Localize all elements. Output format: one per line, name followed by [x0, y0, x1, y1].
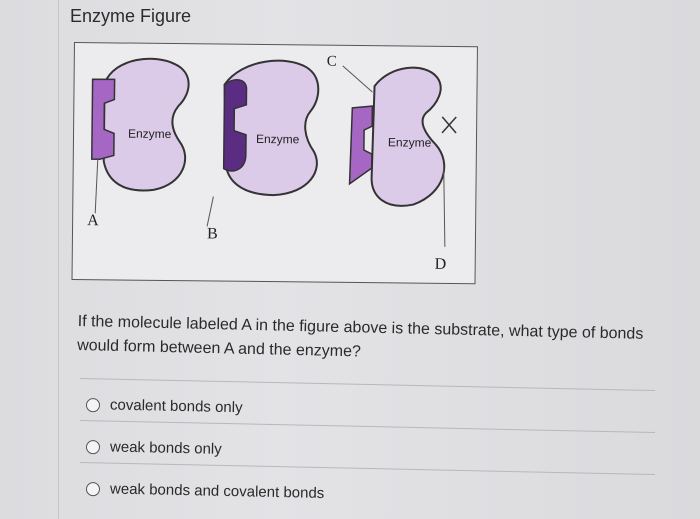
option-weak-and-covalent[interactable]: weak bonds and covalent bonds — [85, 480, 325, 502]
substrate-c — [348, 105, 374, 186]
option-label[interactable]: weak bonds and covalent bonds — [109, 480, 325, 502]
enzyme-figure: Enzyme A Enzyme B C Enzyme D — [71, 42, 478, 285]
letter-c: C — [327, 54, 337, 70]
molecule-b — [222, 79, 248, 172]
enzyme-shape-1 — [102, 57, 190, 192]
left-divider — [58, 0, 59, 519]
figure-title: Enzyme Figure — [70, 6, 192, 26]
divider-2 — [80, 419, 655, 434]
enzyme-label-1: Enzyme — [128, 127, 172, 141]
divider-3 — [80, 461, 655, 476]
enzyme-shape-2 — [223, 59, 320, 197]
letter-b: B — [207, 225, 218, 242]
letter-d: D — [435, 256, 447, 273]
radio-button[interactable] — [85, 481, 101, 496]
radio-button[interactable] — [85, 439, 101, 454]
enzyme-label-3: Enzyme — [388, 135, 432, 149]
option-label[interactable]: weak bonds only — [109, 438, 222, 458]
enzyme-diagram: Enzyme A Enzyme B C Enzyme D — [87, 54, 457, 273]
letter-a: A — [87, 212, 99, 229]
question-text: If the molecule labeled A in the figure … — [77, 312, 644, 361]
option-covalent-only[interactable]: covalent bonds only — [85, 396, 243, 417]
divider-1 — [80, 377, 655, 392]
radio-button[interactable] — [85, 397, 101, 412]
enzyme-shape-3 — [370, 66, 446, 207]
option-label[interactable]: covalent bonds only — [109, 396, 243, 417]
enzyme-label-2: Enzyme — [256, 132, 300, 146]
option-weak-only[interactable]: weak bonds only — [85, 438, 222, 458]
substrate-a — [91, 78, 116, 161]
